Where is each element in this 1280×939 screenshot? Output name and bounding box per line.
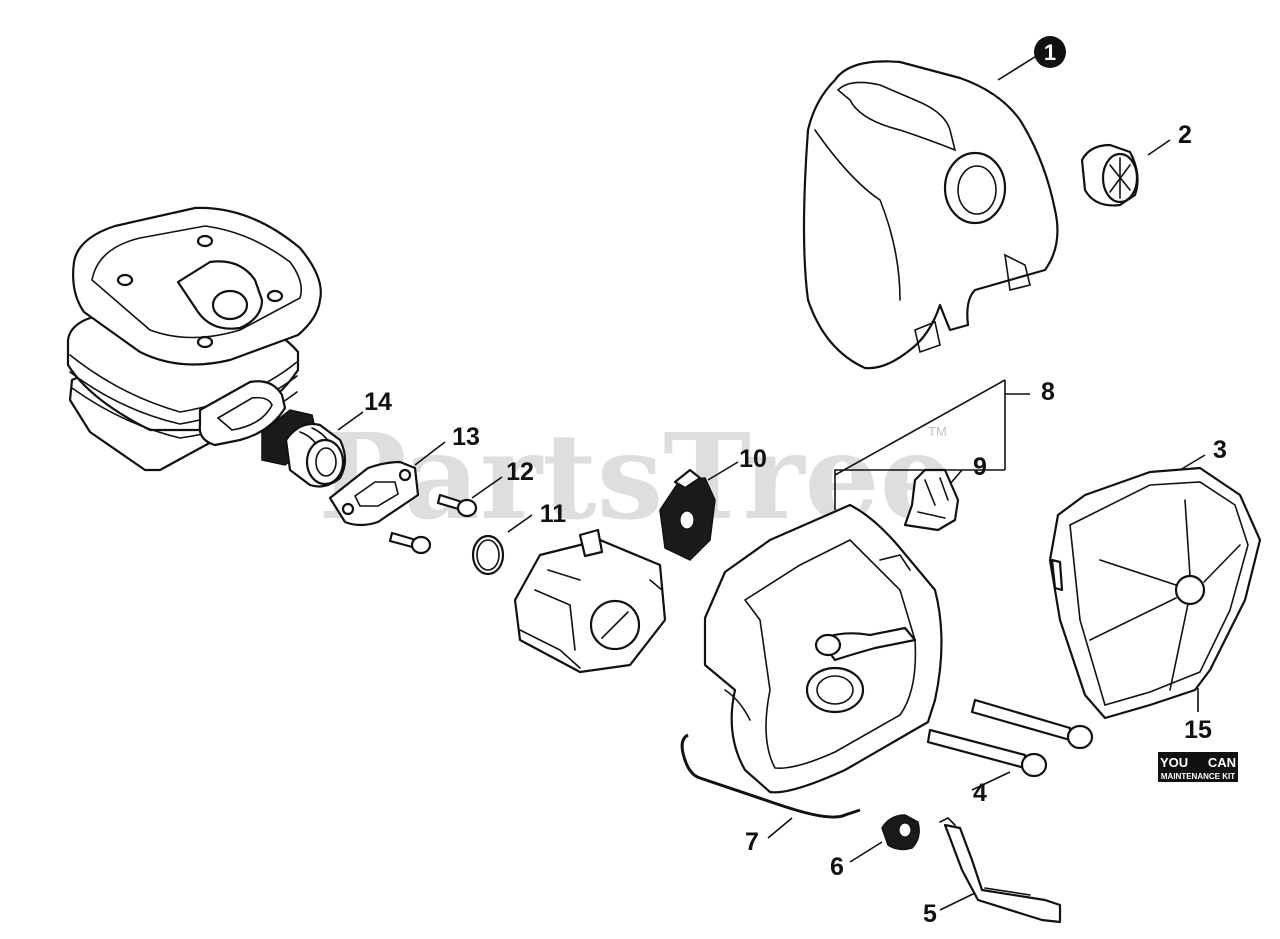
callout-4-label: 4 bbox=[973, 779, 987, 807]
throttle-link-part[interactable] bbox=[939, 817, 1062, 924]
callout-9-label: 9 bbox=[973, 453, 987, 481]
cylinder-part[interactable] bbox=[66, 206, 322, 472]
filter-housing-part[interactable] bbox=[703, 503, 943, 794]
callout-14-label: 14 bbox=[364, 388, 392, 416]
top-cover-part[interactable] bbox=[802, 60, 1059, 370]
callout-6-label: 6 bbox=[830, 853, 844, 881]
callout-13-label: 13 bbox=[452, 423, 480, 451]
air-filter-part[interactable] bbox=[1048, 466, 1262, 720]
o-ring-part[interactable] bbox=[471, 534, 505, 576]
callout-12-label: 12 bbox=[506, 458, 534, 486]
callout-2-label: 2 bbox=[1178, 121, 1192, 149]
intake-boot-part[interactable] bbox=[261, 409, 347, 488]
wire-rod-part[interactable] bbox=[680, 733, 861, 819]
callout-11-label: 11 bbox=[540, 500, 567, 528]
badge-kit: MAINTENANCE KIT bbox=[1161, 772, 1235, 781]
cover-knob-part[interactable] bbox=[1080, 143, 1139, 207]
grommet-part[interactable] bbox=[881, 814, 920, 851]
callout-1: 1 bbox=[1034, 36, 1066, 68]
badge-you: YOU bbox=[1160, 755, 1188, 770]
maintenance-kit-badge: YOU CAN MAINTENANCE KIT bbox=[1158, 752, 1238, 782]
intake-flange-part[interactable] bbox=[328, 460, 420, 527]
callout-10-label: 10 bbox=[739, 445, 767, 473]
watermark-tm: TM bbox=[928, 424, 947, 439]
callout-5-label: 5 bbox=[923, 900, 937, 928]
callout-3-label: 3 bbox=[1213, 436, 1227, 464]
intake-adapter-part[interactable] bbox=[659, 468, 716, 561]
badge-can: CAN bbox=[1208, 755, 1236, 770]
leader-lines bbox=[337, 54, 1206, 911]
bracket-part[interactable] bbox=[903, 468, 960, 532]
screw-part[interactable] bbox=[388, 493, 478, 555]
callout-7-label: 7 bbox=[745, 828, 759, 856]
callout-1-label: 1 bbox=[1044, 40, 1056, 65]
callout-15-label: 15 bbox=[1184, 716, 1212, 744]
bolt-part[interactable] bbox=[926, 698, 1094, 778]
carburetor-part[interactable] bbox=[513, 528, 667, 674]
callout-8-label: 8 bbox=[1041, 378, 1055, 406]
